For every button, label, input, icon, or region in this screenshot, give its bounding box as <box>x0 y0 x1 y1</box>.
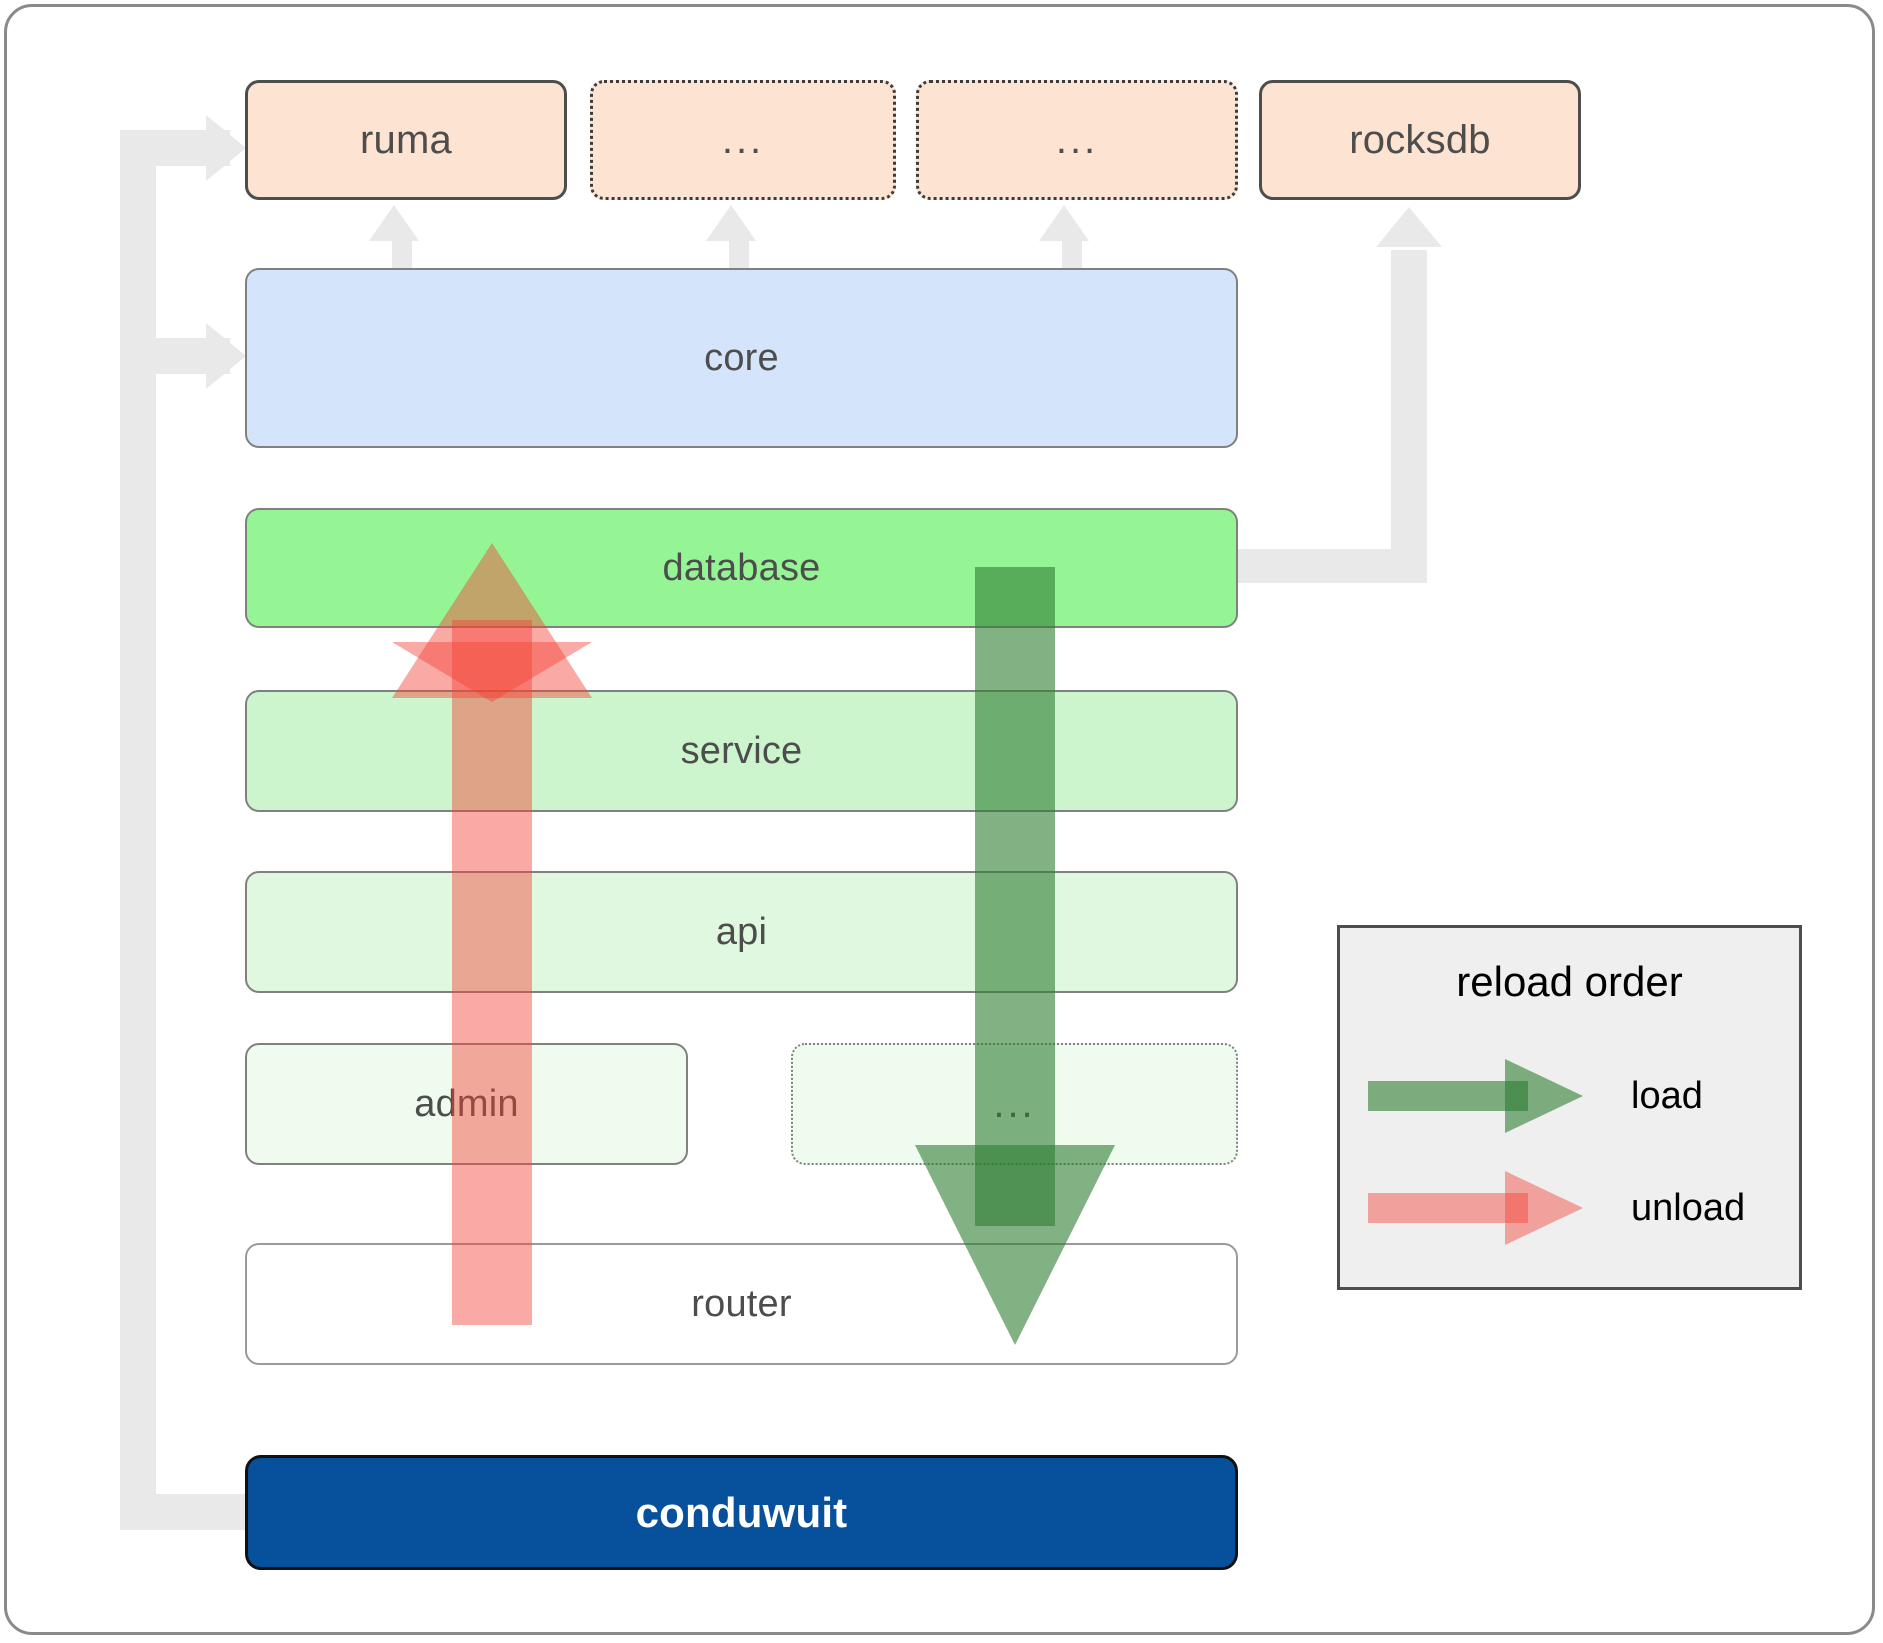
layer-label-core: core <box>704 336 779 379</box>
dependency-label-rocksdb: rocksdb <box>1349 117 1491 162</box>
legend-row-unload: unload <box>1368 1168 1778 1248</box>
connector-arrowhead-ruma <box>206 115 246 181</box>
application-label: conduwuit <box>635 1488 848 1536</box>
dependency-label-ruma: ruma <box>360 117 452 162</box>
layer-label-api: api <box>715 910 768 953</box>
layer-label-router: router <box>691 1282 792 1325</box>
connector-core-to-dep-b <box>1062 235 1082 270</box>
legend-label-unload: unload <box>1631 1186 1746 1229</box>
connector-core-to-dep-a <box>729 235 749 270</box>
connector-core-to-ruma <box>392 235 412 270</box>
connector-arrowhead-dep-b <box>1039 205 1089 241</box>
layer-node-database[interactable]: database <box>245 508 1238 628</box>
layer-label-admin: admin <box>414 1082 519 1125</box>
unload-arrow-wings-icon <box>392 642 592 702</box>
layer-node-admin[interactable]: admin <box>245 1043 688 1165</box>
legend-title: reload order <box>1456 958 1683 1005</box>
load-legend-arrow-icon <box>1368 1059 1583 1133</box>
connector-arrowhead-rocksdb <box>1376 207 1442 247</box>
legend-label-load: load <box>1631 1074 1703 1117</box>
legend-panel: reload order load unload <box>1337 925 1802 1290</box>
dependency-label-dep-b: ... <box>1055 118 1099 162</box>
unload-arrow-shaft <box>452 620 532 1325</box>
layer-label-database: database <box>662 546 821 589</box>
layer-node-router[interactable]: router <box>245 1243 1238 1365</box>
connector-to-conduwuit <box>120 1494 260 1530</box>
dependency-node-rocksdb[interactable]: rocksdb <box>1259 80 1581 200</box>
application-node-conduwuit[interactable]: conduwuit <box>245 1455 1238 1570</box>
load-arrow-shaft <box>975 567 1055 1226</box>
load-arrow-head-icon <box>915 1145 1115 1345</box>
layer-label-service: service <box>680 729 803 772</box>
dependency-label-dep-a: ... <box>721 118 765 162</box>
diagram-frame <box>4 4 1875 1635</box>
dependency-node-ruma[interactable]: ruma <box>245 80 567 200</box>
connector-arrowhead-dep-a <box>706 205 756 241</box>
unload-legend-arrow-icon <box>1368 1171 1583 1245</box>
connector-arrowhead-core <box>206 323 246 389</box>
connector-rocksdb-vertical <box>1391 250 1427 583</box>
legend-row-load: load <box>1368 1056 1778 1136</box>
dependency-node-dep-b[interactable]: ... <box>916 80 1238 200</box>
unload-arrow-head-icon <box>392 543 592 698</box>
dependency-node-dep-a[interactable]: ... <box>590 80 896 200</box>
layer-node-api[interactable]: api <box>245 871 1238 993</box>
layer-node-core[interactable]: core <box>245 268 1238 448</box>
connector-arrowhead-ruma-small <box>369 205 419 241</box>
layer-node-service[interactable]: service <box>245 690 1238 812</box>
